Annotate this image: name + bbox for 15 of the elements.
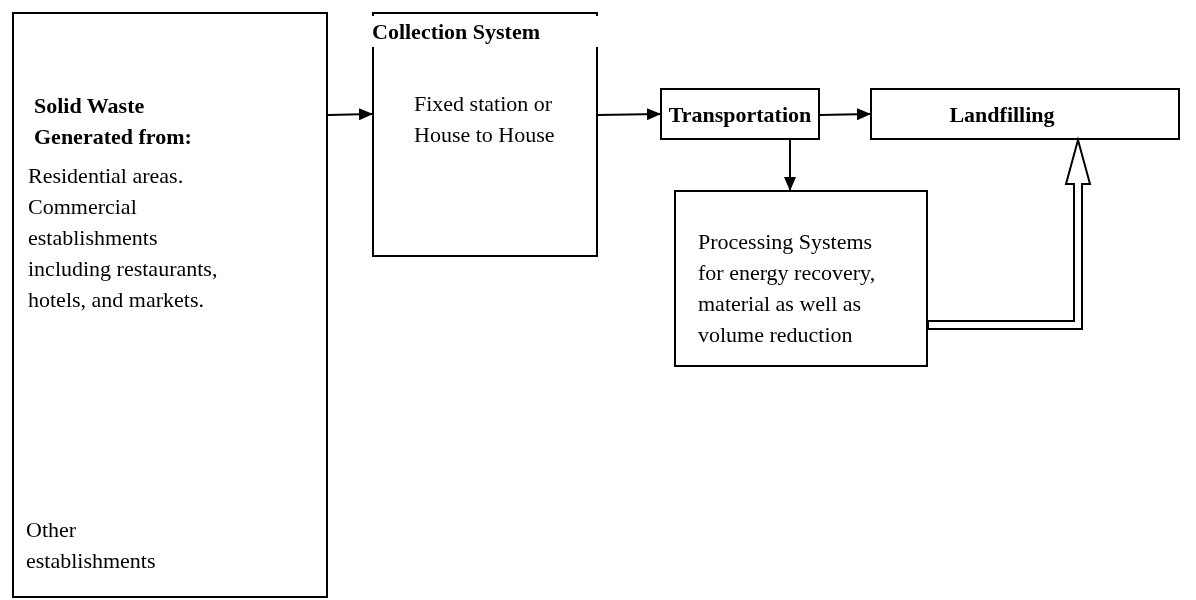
- process-box: [674, 190, 928, 367]
- box-text: Processing Systems for energy recovery, material as well as volume reduction: [698, 228, 877, 349]
- process-box: [660, 88, 820, 140]
- box-text: Fixed station or House to House: [414, 90, 556, 149]
- box-heading: Collection System: [372, 16, 600, 47]
- process-box: [870, 88, 1180, 140]
- process-box: [372, 12, 598, 257]
- arrow: [784, 139, 796, 191]
- process-box: [12, 12, 328, 598]
- hollow-arrow: [927, 136, 1092, 330]
- arrow: [597, 108, 661, 121]
- arrow: [327, 108, 373, 121]
- arrow: [819, 108, 871, 121]
- box-text: Residential areas. Commercial establishments including restaurants, hotels, and markets.: [28, 162, 219, 314]
- box-text: Other establishments: [26, 516, 157, 575]
